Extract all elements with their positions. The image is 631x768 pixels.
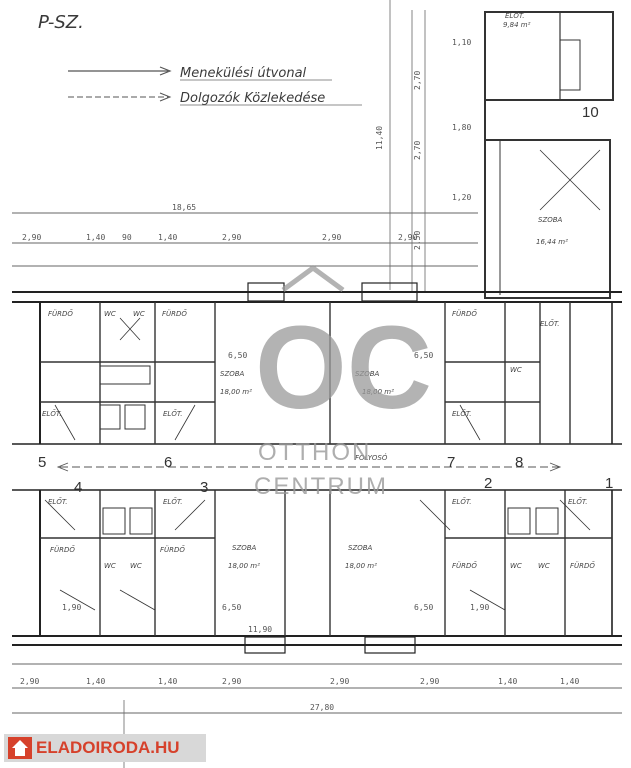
top-dim-5: 2,90 [222,233,241,242]
unit-number-10: 10 [582,104,599,121]
unit-number-2: 2 [484,475,492,492]
side-dim-c: 2,50 [413,231,422,250]
lower-lobby-label-4: ELŐT. [568,497,588,506]
bottom-width-dim: 27,80 [310,703,334,712]
bottom-dim-4: 2,90 [222,677,241,686]
side-dim-f: 1,20 [452,193,471,202]
bottom-dim-6: 2,90 [420,677,439,686]
upper-bath-label-2: FÜRDŐ [162,309,187,318]
upper-lobby-label-r: ELŐT. [540,319,560,328]
bottom-dim-1: 2,90 [20,677,39,686]
upper-lobby-label-2: ELŐT. [163,409,183,418]
lower-wc-label-2: WC [130,562,142,570]
bottom-overall-dimension [12,663,622,714]
sheet-code: P-SZ. [38,12,84,33]
bottom-dim-3: 1,40 [158,677,177,686]
upper-bath-label-1: FÜRDŐ [48,309,73,318]
lower-bath-label-3: FÜRDŐ [452,561,477,570]
reference-lines [123,0,426,768]
lower-dim-190-l: 1,90 [62,603,81,612]
lower-wc-label-4: WC [538,562,550,570]
upper-room-label-2: SZOBA [355,370,380,378]
watermark-line1: OTTHON [258,439,371,466]
lower-dim-1190: 11,90 [248,625,272,634]
upper-room-label: SZOBA [538,216,563,224]
side-dim-b: 2,70 [413,141,422,160]
building-outline [12,282,622,654]
watermark-letters: OC [255,302,432,434]
upper-wc-label-3: WC [510,366,522,374]
lower-lobby-label-3: ELŐT. [452,497,472,506]
unit-number-6: 6 [164,454,172,471]
bottom-dim-2: 1,40 [86,677,105,686]
lower-room-area-1: 18,00 m² [228,562,260,570]
lower-bath-label-1: FÜRDŐ [50,545,75,554]
upper-lobby-label-1: ELŐT. [42,409,62,418]
top-dim-4: 1,40 [158,233,177,242]
legend-escape-route: Menekülési útvonal [180,66,307,81]
top-dim-1: 2,90 [22,233,41,242]
unit-number-1: 1 [605,475,613,492]
upper-room-area-2: 18,00 m² [362,388,394,396]
lower-room-label-1: SZOBA [232,544,257,552]
top-width-dim: 18,65 [172,203,196,212]
upper-lobby-label: ELŐT. [505,11,525,20]
badge-text: ELADOIRODA.HU [36,738,180,757]
lower-dim-190-r: 1,90 [470,603,489,612]
bottom-dim-7: 1,40 [498,677,517,686]
legend: Menekülési útvonal Dolgozók Közlekedése [68,66,362,106]
lower-lobby-label-1: ELŐT. [48,497,68,506]
lower-dim-650-l: 6,50 [222,603,241,612]
lower-wc-label-3: WC [510,562,522,570]
lower-room-label-2: SZOBA [348,544,373,552]
upper-lobby-area: 9,84 m² [503,21,531,29]
corridor-label: FOLYOSÓ [355,453,388,462]
lower-lobby-label-2: ELŐT. [163,497,183,506]
house-icon [8,737,32,759]
upper-room-label-1: SZOBA [220,370,245,378]
upper-wc-label-2: WC [133,310,145,318]
lower-room-area-2: 18,00 m² [345,562,377,570]
bottom-dim-8: 1,40 [560,677,579,686]
upper-apartments [40,302,571,444]
bottom-dim-5: 2,90 [330,677,349,686]
side-dim-a: 2,70 [413,71,422,90]
top-overall-dimension [12,212,478,267]
unit-number-5: 5 [38,454,46,471]
upper-bath-label-3: FÜRDŐ [452,309,477,318]
lower-bath-label-4: FÜRDŐ [570,561,595,570]
legend-staff-traffic: Dolgozók Közlekedése [180,91,325,106]
top-dim-2: 1,40 [86,233,105,242]
top-dim-6: 2,90 [322,233,341,242]
upper-lobby-label-3: ELŐT. [452,409,472,418]
upper-room-area-1: 18,00 m² [220,388,252,396]
lower-apartments [40,490,612,636]
unit-number-7: 7 [447,454,455,471]
unit-number-3: 3 [200,479,208,496]
side-dim-e: 1,80 [452,123,471,132]
upper-right-wing [484,11,614,299]
watermark-line2: CENTRUM [254,473,388,500]
upper-wc-label-1: WC [104,310,116,318]
otthon-centrum-watermark: OC OTTHON CENTRUM [254,264,432,500]
unit-number-4: 4 [74,479,82,496]
upper-dim-650-r: 6,50 [414,351,433,360]
upper-dim-650-l: 6,50 [228,351,247,360]
top-dim-3: 90 [122,233,132,242]
upper-room-area: 16,44 m² [536,238,568,246]
unit-number-8: 8 [515,454,523,471]
side-dim-d: 1,10 [452,38,471,47]
side-height-dim: 11,40 [375,126,384,150]
eladoiroda-badge[interactable]: ELADOIRODA.HU [4,734,206,762]
lower-bath-label-2: FÜRDŐ [160,545,185,554]
corridor-escape-arrows [56,462,562,472]
top-dim-7: 2,90 [398,233,417,242]
lower-dim-650-r: 6,50 [414,603,433,612]
lower-wc-label-1: WC [104,562,116,570]
